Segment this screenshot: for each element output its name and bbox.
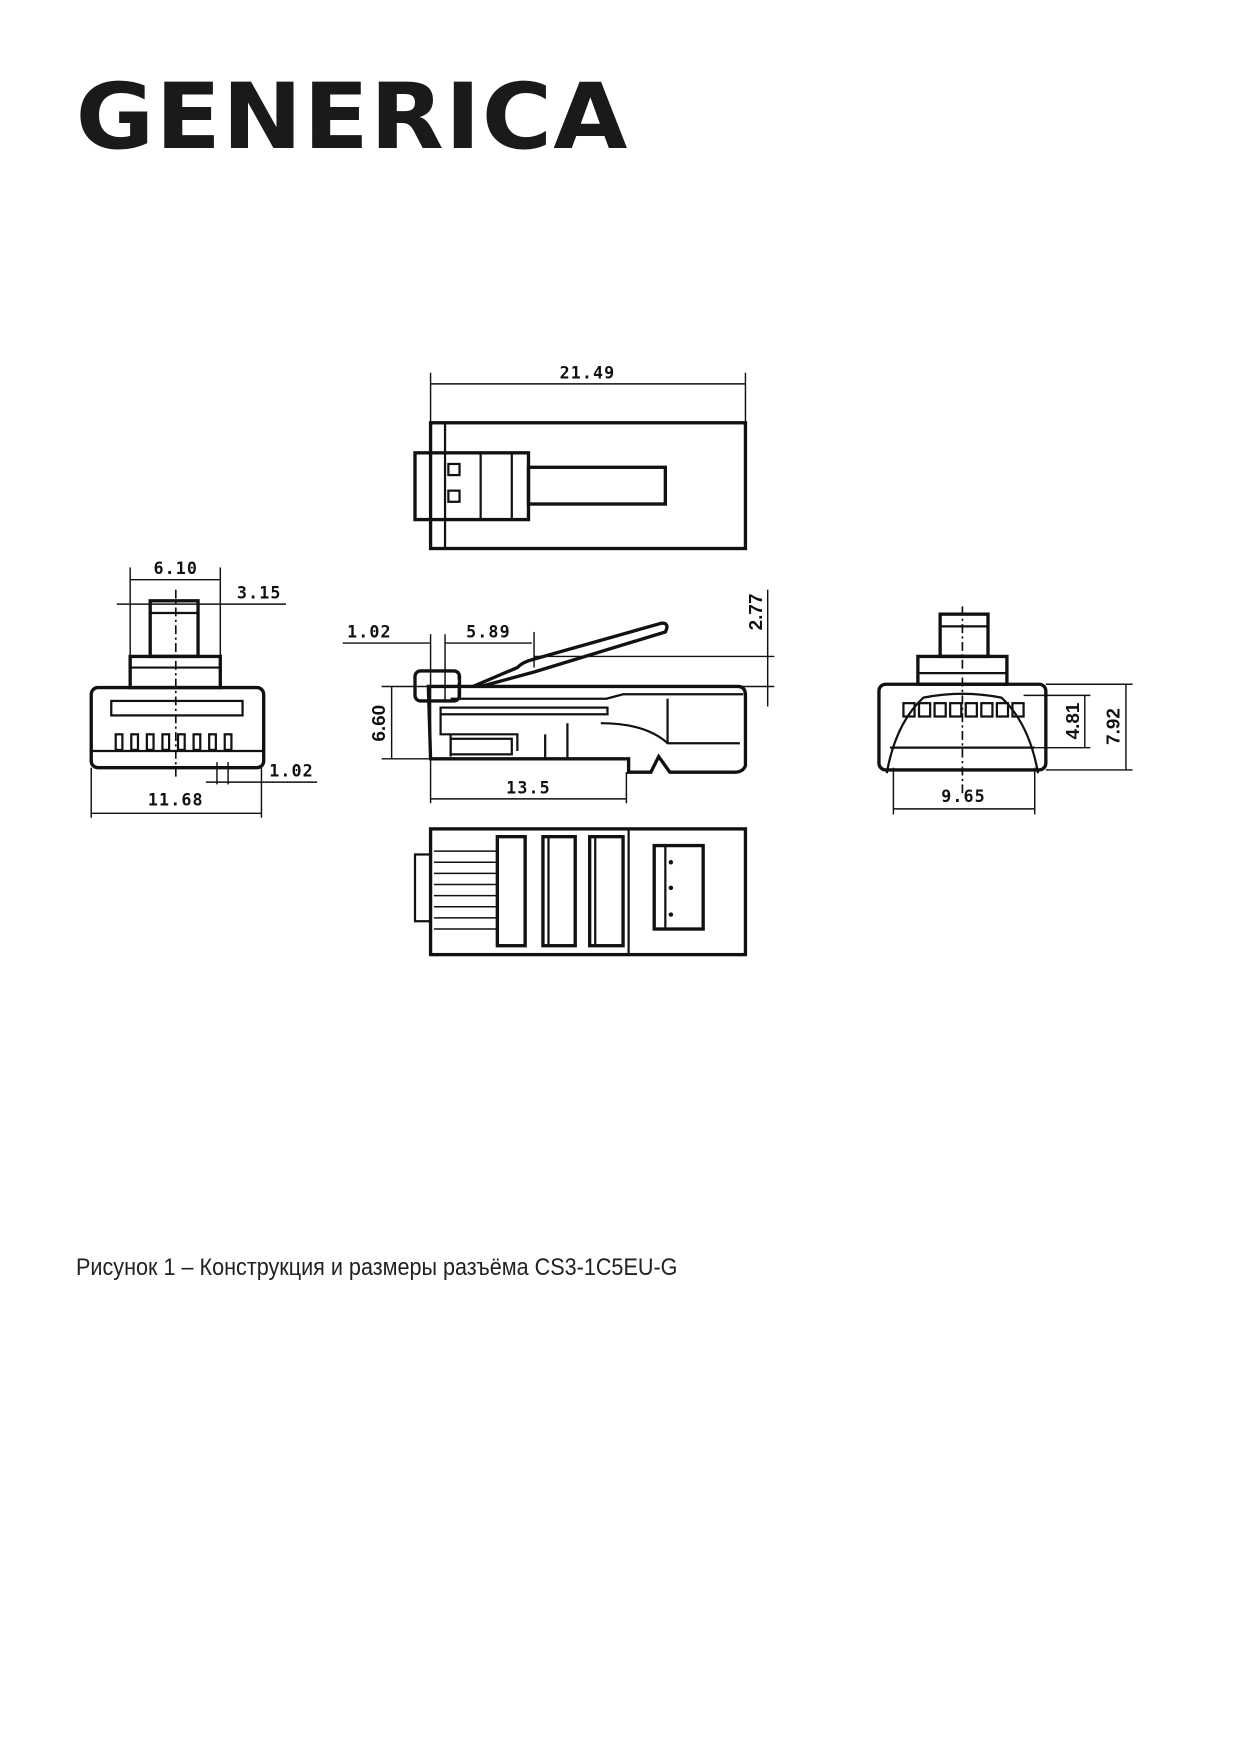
dim-pin-pitch: 1.02 bbox=[269, 762, 314, 781]
figure-caption: Рисунок 1 – Конструкция и размеры разъём… bbox=[76, 1254, 678, 1281]
dim-latch-width: 3.15 bbox=[237, 584, 282, 603]
top-view: 21.49 bbox=[413, 363, 748, 551]
front-view: 6.10 3.15 1.02 11.68 bbox=[89, 559, 318, 818]
dim-latch-offset: 5.89 bbox=[466, 623, 511, 642]
side-view: 1.02 5.89 2.77 6.60 13.5 bbox=[342, 589, 775, 804]
dim-inner-height: 4.81 bbox=[1063, 703, 1084, 740]
generica-logo: GENERICA bbox=[76, 63, 629, 170]
rear-view: 9.65 4.81 7.92 bbox=[877, 606, 1133, 815]
dim-latch-height: 2.77 bbox=[746, 594, 767, 631]
dim-front-width-top: 6.10 bbox=[153, 559, 198, 578]
bottom-view bbox=[413, 827, 748, 957]
contact-pins bbox=[114, 733, 233, 752]
dim-length-total: 21.49 bbox=[560, 363, 616, 382]
dim-front-width-total: 11.68 bbox=[148, 791, 204, 810]
dim-tip: 1.02 bbox=[347, 623, 392, 642]
dim-body-length: 13.5 bbox=[506, 778, 551, 797]
dim-total-height: 7.92 bbox=[1103, 708, 1124, 745]
dim-rear-width: 9.65 bbox=[941, 787, 986, 806]
dim-height: 6.60 bbox=[369, 705, 390, 742]
